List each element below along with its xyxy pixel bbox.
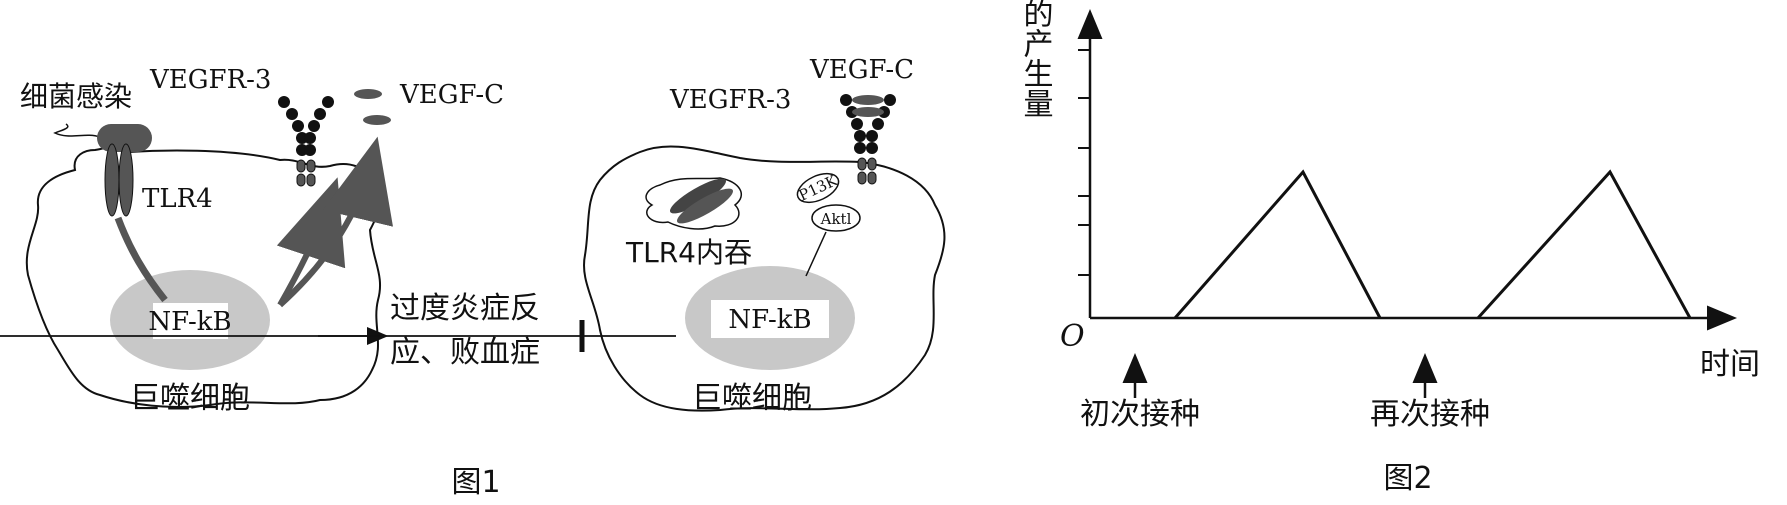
tlr4-receptor-icon [104,143,134,217]
figure2-caption: 图2 [1383,461,1432,496]
second-response-curve [1476,169,1692,320]
macrophage-label-left: 巨噬细胞 [130,381,250,416]
vegfc-label-right: VEGF-C [809,55,914,85]
aktl-to-nfkb-line [805,231,827,277]
outcome-label-line2: 应、败血症 [390,335,540,370]
nfkb-box-right [711,300,829,338]
vegfr3-label-left: VEGFR-3 [149,65,271,95]
figure1-caption: 图1 [451,465,500,500]
macrophage-cell-right: NF-kB TLR4内吞 VEGF-C VEGFR-3 [583,55,946,416]
p13k-node [796,172,840,204]
tlr4-to-nfkb-arrow [114,216,168,303]
antibody-chart: 抗体的产生量 O 时间 初次接种 再次接种 图2 [1018,0,1761,496]
bacterial-infection-label: 细菌感染 [20,80,132,113]
macrophage-cell-left: NF-kB 细菌感染 TLR4 VEGFR-3 [20,65,504,416]
vegfr3-receptor-icon-left [278,96,334,187]
internalized-tlr4-icon [670,178,733,224]
macrophage-label-right: 巨噬细胞 [692,381,812,416]
first-vaccination-label: 初次接种 [1080,397,1200,432]
bacterium-icon [53,123,152,152]
aktl-node [811,204,861,232]
ylabel-vertical: 抗体的产生量 [1018,0,1054,118]
vegfr3-receptor-icon-right [840,94,896,185]
vegfc-label-left: VEGF-C [399,80,504,110]
tlr4-internalization-label: TLR4内吞 [625,236,752,269]
endosome-vesicle [645,177,742,230]
nfkb-label-right: NF-kB [728,305,811,335]
vegfc-ligand-icon-left [354,89,391,125]
aktl-label: Aktl [820,210,852,228]
y-axis-ticks [1078,49,1090,276]
nfkb-box-left [153,303,228,339]
second-vaccination-label: 再次接种 [1370,397,1490,432]
tlr4-label: TLR4 [142,184,213,214]
xlabel: 时间 [1700,347,1760,382]
vegfr3-label-right: VEGFR-3 [669,85,791,115]
cell-membrane-left [25,144,382,408]
outcome-label-line1: 过度炎症反 [390,291,540,326]
vegfc-ligand-bound-icon [852,95,884,117]
nfkb-to-vegfr3-arrow [276,177,346,307]
cell-membrane-right [583,145,946,412]
nfkb-to-vegfc-arrow [277,136,393,308]
svg-text:抗体的产生量: 抗体的产生量 [1018,0,1054,118]
first-response-curve [1173,169,1382,319]
nfkb-label-left: NF-kB [148,307,231,337]
origin-label: O [1060,319,1085,354]
